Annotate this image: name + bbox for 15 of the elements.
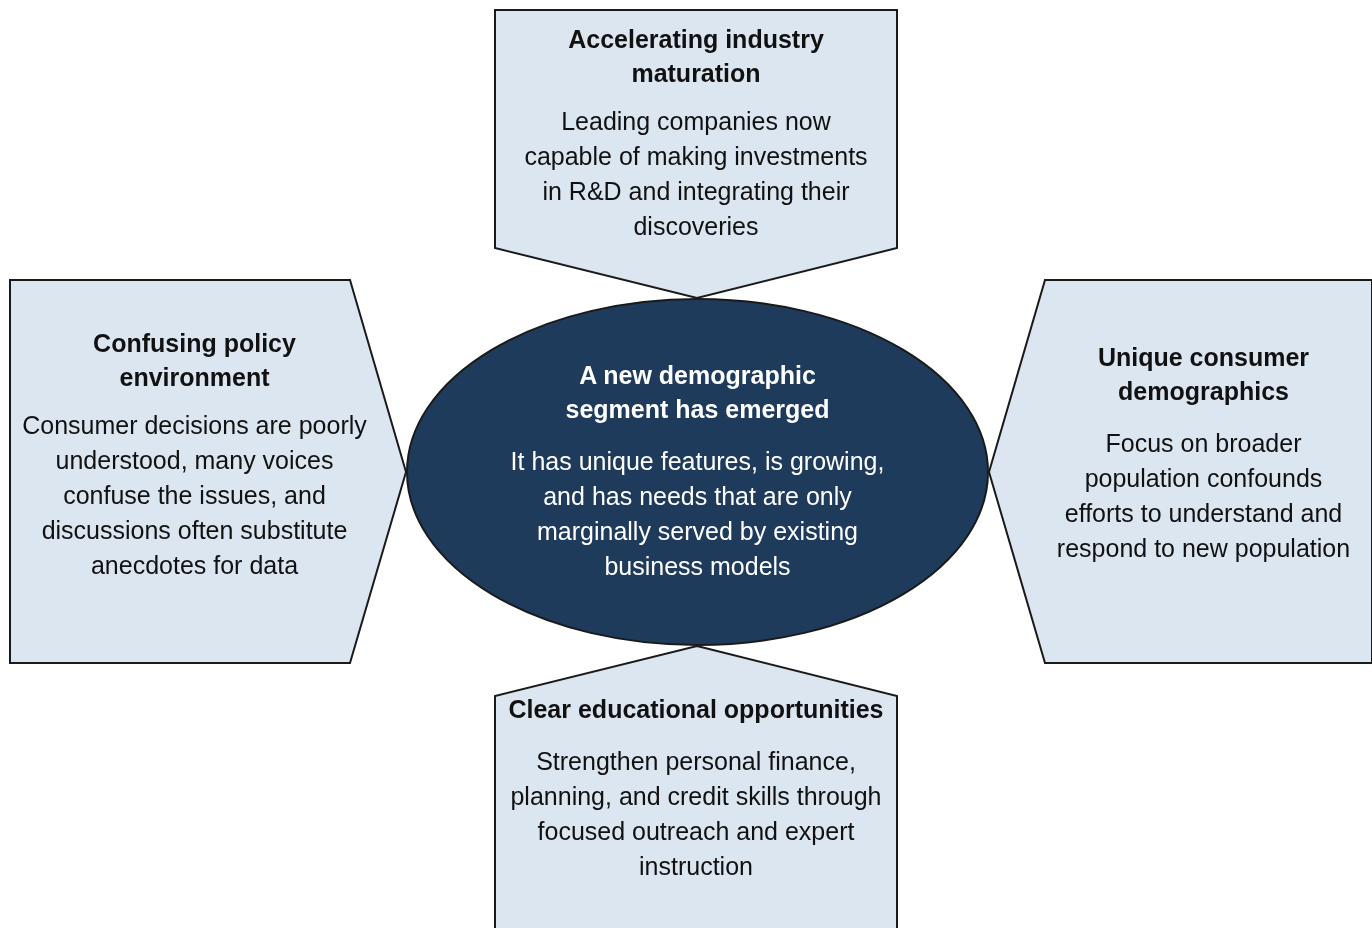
heading: A new demographic segment has emerged [564, 360, 831, 425]
heading: Confusing policy environment [92, 328, 297, 393]
body-text: Leading companies now capable of making investments in R&D and integrating their discoveries [523, 106, 869, 242]
pentagon-callout [989, 280, 1372, 663]
pentagon-callout [495, 10, 897, 298]
body-text: Consumer decisions are poorly understood, many voices confuse the issues, and discussions often substitute anecdotes for data [22, 410, 367, 581]
body-text: Strengthen personal finance, planning, and credit skills through focused outreach and expert instruction [509, 746, 883, 882]
pentagon-callout [495, 646, 897, 928]
central-ellipse [406, 298, 989, 646]
heading: Accelerating industry maturation [567, 24, 825, 89]
pentagon-callout [10, 280, 406, 663]
body-text: It has unique features, is growing, and has needs that are only marginally served by existing business models [509, 446, 886, 582]
heading: Clear educational opportunities [508, 694, 884, 725]
heading: Unique consumer demographics [1096, 342, 1311, 407]
body-text: Focus on broader population confounds efforts to understand and respond to new population [1055, 428, 1352, 564]
